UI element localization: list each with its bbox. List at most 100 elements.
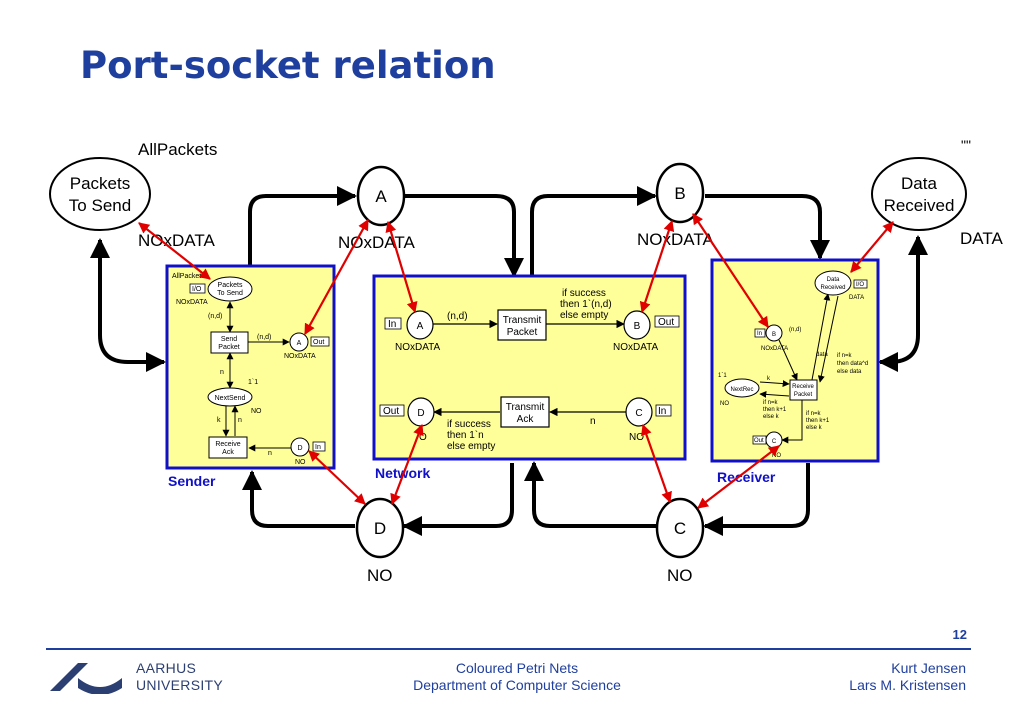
receiver-arc-dr-rp bbox=[817, 295, 839, 383]
network-cond-packet-1: if success bbox=[562, 288, 606, 299]
receiver-dr-line2: Received bbox=[820, 285, 845, 291]
dr-line1: Data bbox=[901, 174, 937, 193]
ps-arrow-receiver-B bbox=[692, 213, 769, 328]
network-in-tag-2 bbox=[655, 404, 672, 417]
place-D-label: D bbox=[374, 519, 386, 538]
pts-initial: AllPackets bbox=[138, 140, 217, 159]
network-tp-line2: Packet bbox=[507, 327, 538, 338]
receiver-colorset-C: NO bbox=[772, 453, 781, 459]
receiver-arc-nd-label: (n,d) bbox=[789, 327, 801, 333]
top-level-places: Packets To Send AllPackets NOxDATA Data … bbox=[49, 137, 1003, 585]
university-name-line1: AARHUS bbox=[136, 660, 197, 676]
sender-io-label: I/O bbox=[192, 286, 202, 293]
receiver-init-next: 1`1 bbox=[718, 373, 727, 379]
sender-receive-ack bbox=[208, 436, 248, 459]
network-cond-ack-2: then 1`n bbox=[447, 429, 484, 441]
place-A-colorset: NOxDATA bbox=[338, 233, 415, 252]
sender-in-label: In bbox=[315, 444, 321, 451]
aarhus-university-logo-icon bbox=[50, 663, 122, 694]
network-colorset-A: NOxDATA bbox=[395, 342, 441, 353]
page-number: 12 bbox=[952, 627, 967, 642]
receiver-next-rec-label: NextRec bbox=[730, 387, 753, 393]
sender-send-line1: Send bbox=[221, 336, 237, 343]
receiver-cond-k1-2: then k+1 bbox=[763, 407, 787, 413]
ps-arrow-network-A bbox=[385, 220, 418, 314]
receiver-place-C-label: C bbox=[772, 439, 777, 445]
network-tp-line1: Transmit bbox=[503, 315, 542, 326]
receiver-arc-rp-next bbox=[759, 390, 790, 398]
receiver-io-tag bbox=[853, 279, 868, 289]
pts-line1: Packets bbox=[70, 174, 130, 193]
network-box bbox=[372, 274, 687, 461]
receiver-module: Receiver Data Received I/O DATA In B (n,… bbox=[710, 258, 880, 485]
receiver-rp-line2: Packet bbox=[794, 392, 813, 398]
author-2: Lars M. Kristensen bbox=[849, 677, 966, 693]
port-socket-arrows bbox=[138, 213, 894, 509]
network-cond-packet-3: else empty bbox=[560, 310, 608, 321]
place-A bbox=[356, 165, 406, 227]
receiver-arc-rp-C bbox=[781, 400, 803, 444]
receiver-colorset-dr: DATA bbox=[849, 295, 864, 301]
place-packets-to-send bbox=[49, 157, 151, 231]
receiver-colorset-next: NO bbox=[720, 401, 729, 407]
network-cond-packet-2: then 1`(n,d) bbox=[560, 298, 612, 310]
sender-box bbox=[165, 264, 336, 470]
network-ta-line1: Transmit bbox=[506, 402, 545, 413]
place-B bbox=[655, 162, 705, 224]
sender-arc-n3-label: n bbox=[268, 450, 272, 457]
receiver-cond-k2-3: else k bbox=[806, 425, 823, 431]
pts-line2: To Send bbox=[69, 196, 131, 215]
dr-colorset: DATA bbox=[960, 229, 1003, 248]
network-place-C bbox=[625, 397, 653, 427]
network-in-label-2: In bbox=[658, 406, 666, 417]
receiver-cond-k2-2: then k+1 bbox=[806, 418, 830, 424]
place-A-label: A bbox=[375, 187, 387, 206]
slide-title: Port-socket relation bbox=[80, 44, 496, 87]
network-cond-ack-1: if success bbox=[447, 419, 491, 430]
network-out-label-2: Out bbox=[383, 406, 399, 417]
department: Department of Computer Science bbox=[413, 677, 621, 693]
place-C bbox=[655, 497, 705, 559]
network-out-label: Out bbox=[658, 317, 674, 328]
sender-pts-line1: Packets bbox=[218, 282, 243, 289]
network-arc-nd-label: (n,d) bbox=[447, 311, 468, 322]
arc-B-receiver bbox=[705, 194, 830, 260]
ps-arrow-network-D bbox=[390, 423, 424, 506]
sender-arc-nd1-label: (n,d) bbox=[208, 313, 222, 320]
arc-receiver-C bbox=[703, 463, 810, 536]
receiver-receive-packet bbox=[789, 379, 818, 401]
network-place-A bbox=[406, 310, 434, 340]
arc-sender-A bbox=[248, 186, 357, 268]
place-C-label: C bbox=[674, 519, 686, 538]
ps-arrow-sender-D bbox=[308, 450, 366, 505]
arc-D-sender bbox=[242, 470, 355, 528]
network-colorset-D: O bbox=[419, 432, 427, 443]
place-C-colorset: NO bbox=[667, 566, 693, 585]
dr-initial: "" bbox=[961, 137, 971, 153]
sender-colorset-pts: NOxDATA bbox=[176, 299, 208, 306]
sender-send-line2: Packet bbox=[218, 344, 239, 351]
receiver-place-next-rec bbox=[724, 378, 760, 398]
ps-arrow-pts bbox=[138, 222, 211, 280]
place-D bbox=[355, 497, 405, 559]
arc-C-network bbox=[524, 461, 656, 528]
top-level-arcs bbox=[90, 186, 928, 536]
network-ta-line2: Ack bbox=[517, 414, 535, 425]
receiver-io-label: I/O bbox=[856, 282, 864, 288]
sender-pts-line2: To Send bbox=[217, 290, 243, 297]
receiver-place-B bbox=[765, 324, 783, 342]
place-B-colorset: NOxDATA bbox=[637, 230, 714, 249]
university-name-line2: UNIVERSITY bbox=[136, 677, 224, 693]
sender-place-D bbox=[290, 437, 310, 457]
sender-initial: AllPackets bbox=[172, 273, 205, 280]
sender-place-pts bbox=[207, 276, 253, 302]
receiver-cond-k2-1: if n=k bbox=[806, 411, 822, 417]
sender-place-A bbox=[289, 332, 309, 352]
receiver-cond-data-2: then data^d bbox=[837, 361, 868, 367]
receiver-cond-data-1: if n=k bbox=[837, 353, 853, 359]
place-data-received bbox=[871, 157, 967, 231]
sender-place-A-label: A bbox=[297, 340, 302, 347]
sender-place-D-label: D bbox=[297, 445, 302, 452]
author-1: Kurt Jensen bbox=[891, 660, 966, 676]
